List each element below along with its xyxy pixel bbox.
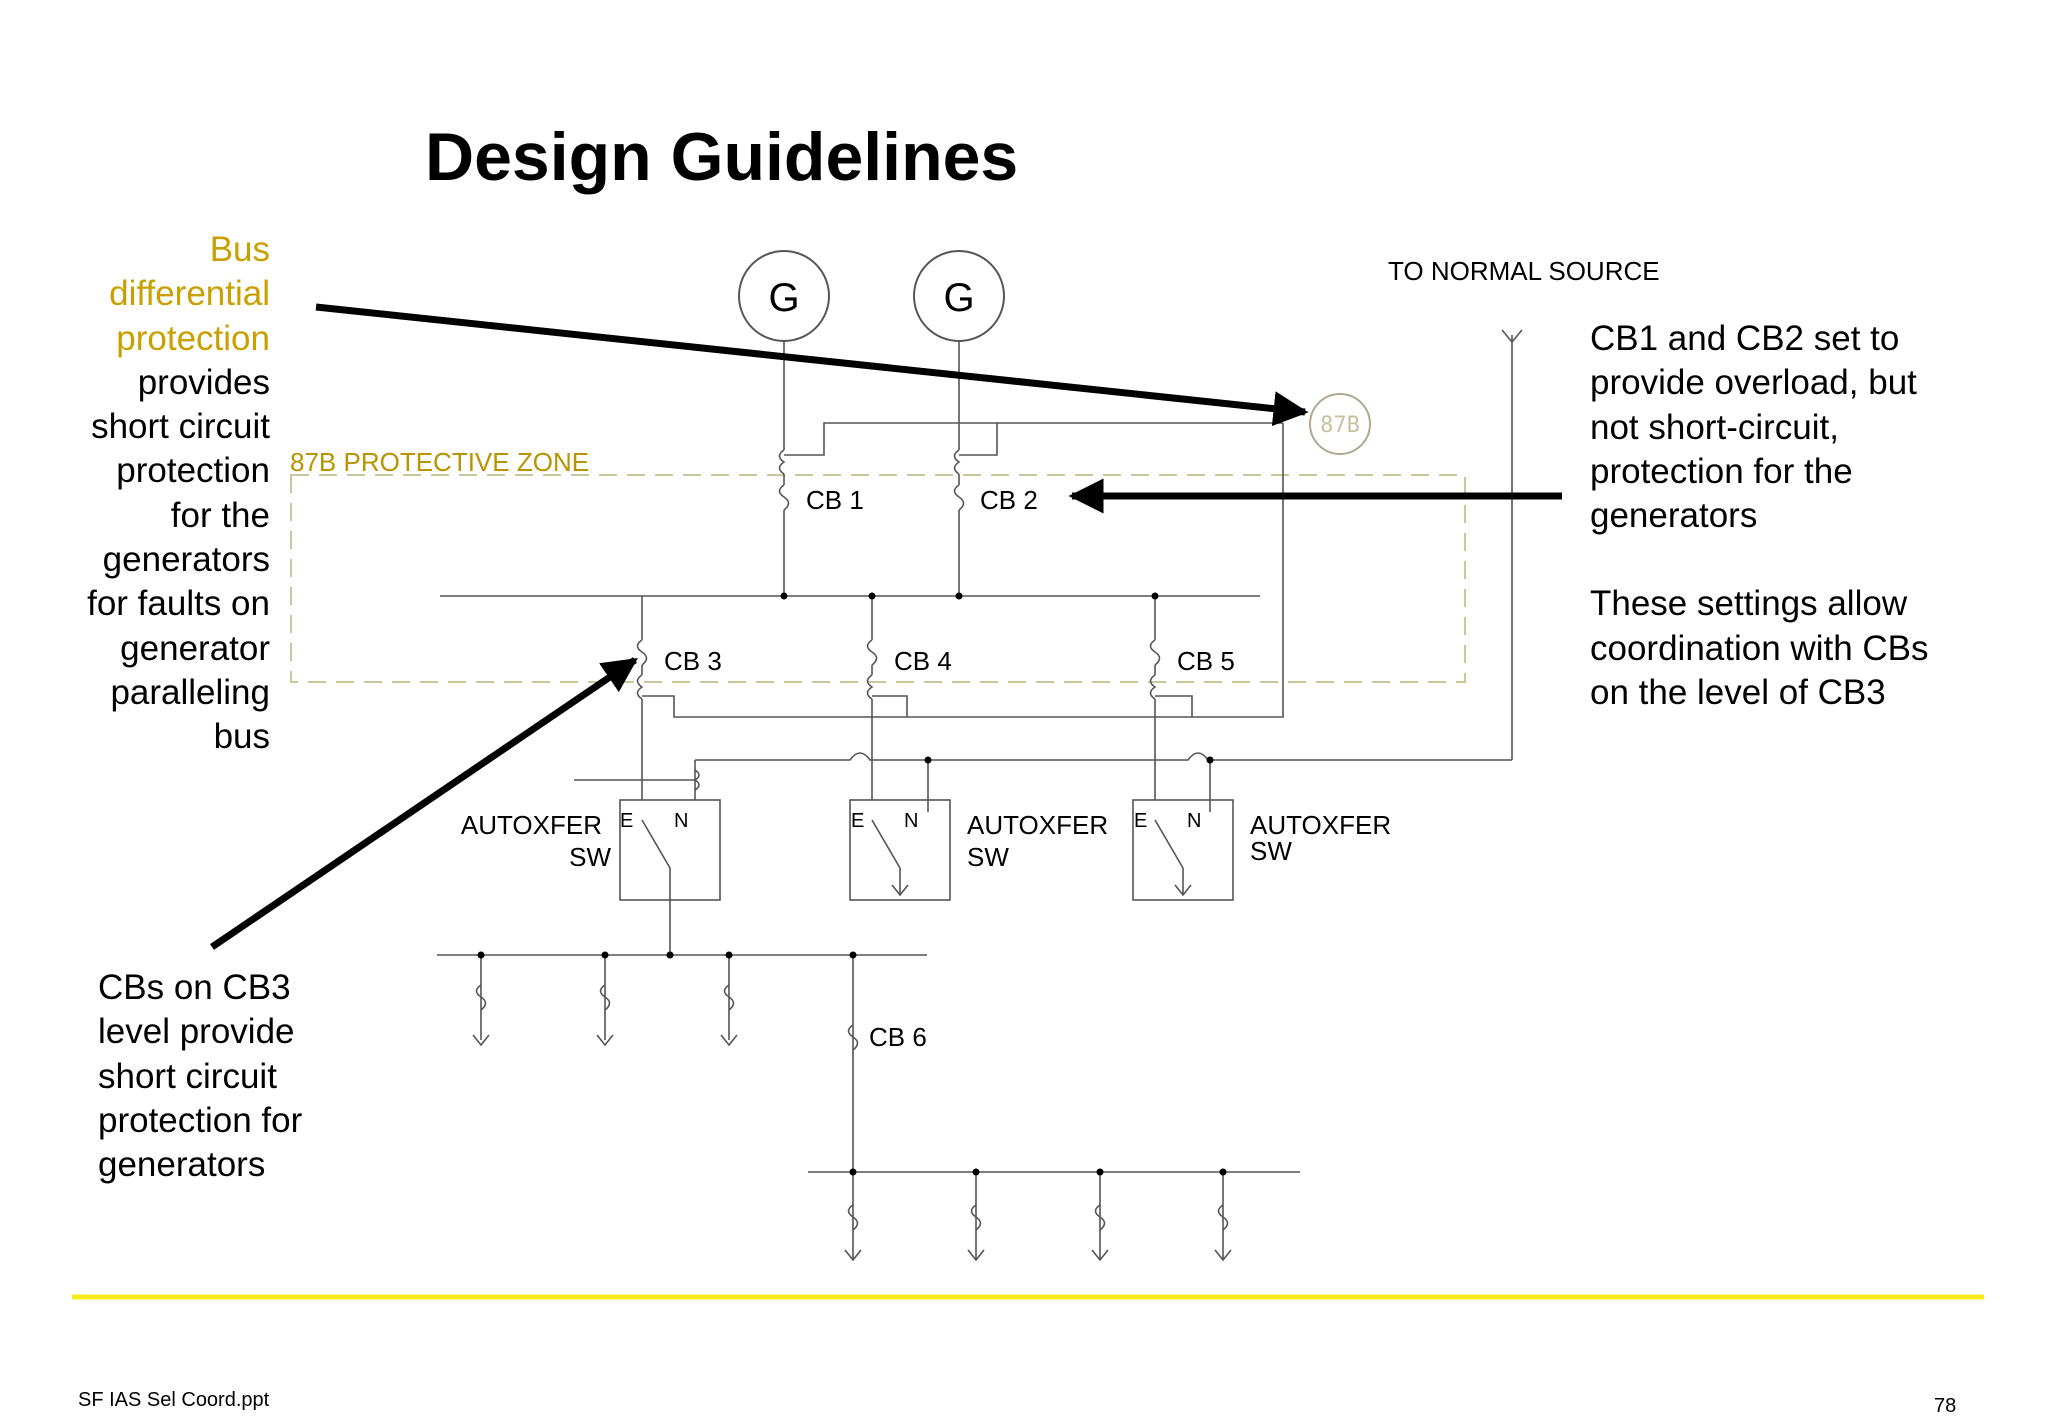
note-line: not short-circuit,	[1590, 407, 1839, 447]
note-line: short circuit	[98, 1056, 277, 1096]
highlight-line: Bus	[209, 230, 270, 269]
bus-differential-note: Bus differential protection provides sho…	[10, 228, 270, 760]
protective-zone-boundary	[290, 474, 1466, 683]
cb1-cb2-settings-note: CB1 and CB2 set to provide overload, but…	[1590, 317, 1929, 715]
note-line: for the	[170, 495, 270, 535]
highlight-line: protection	[116, 318, 270, 358]
note-line: on the level of CB3	[1590, 673, 1886, 713]
ats3-terminal-n: N	[1187, 810, 1201, 832]
cb3-level-note: CBs on CB3 level provide short circuit p…	[98, 966, 302, 1187]
page-number: 78	[1934, 1395, 1957, 1417]
highlight-line: differential	[109, 274, 270, 314]
note-line: CBs on CB3	[98, 968, 291, 1007]
ats2-label-line2: SW	[967, 842, 1009, 872]
note-line: provide overload, but	[1590, 363, 1917, 403]
note-line: protection	[116, 451, 270, 491]
generator-1: G	[738, 250, 830, 342]
normal-source-label: TO NORMAL SOURCE	[1388, 256, 1660, 286]
note-line: coordination with CBs	[1590, 628, 1929, 668]
ats1-label-line1: AUTOXFER	[461, 810, 602, 840]
note-line: CB1 and CB2 set to	[1590, 319, 1900, 358]
cb3-label: CB 3	[664, 646, 722, 676]
note-line: generators	[1590, 496, 1758, 536]
slide-title: Design Guidelines	[425, 119, 1019, 195]
cb2-label: CB 2	[980, 485, 1038, 515]
cb5-label: CB 5	[1177, 646, 1235, 676]
ats1-terminal-n: N	[674, 810, 688, 832]
ats3-label-line1: AUTOXFER	[1250, 810, 1391, 840]
protective-zone-label: 87B PROTECTIVE ZONE	[290, 447, 589, 477]
note-line: provides	[137, 362, 270, 402]
87b-relay: 87B	[1309, 393, 1371, 455]
note-line: for faults on	[87, 584, 270, 624]
note-line: paralleling	[110, 672, 270, 712]
ats1-terminal-e: E	[620, 810, 633, 832]
note-line: short circuit	[91, 407, 270, 447]
cb1-label: CB 1	[806, 485, 864, 515]
note-line: protection for the	[1590, 451, 1853, 491]
ats2-label-line1: AUTOXFER	[967, 810, 1108, 840]
ats2-terminal-e: E	[851, 810, 864, 832]
arrow-to-87b-relay	[315, 303, 1309, 427]
generator-symbol: G	[943, 276, 974, 320]
note-line: bus	[213, 717, 270, 757]
cb4-label: CB 4	[894, 646, 952, 676]
note-line: These settings allow	[1590, 584, 1908, 624]
ats1-label-line2: SW	[569, 842, 611, 872]
note-line: generators	[102, 540, 270, 580]
cb6-label: CB 6	[869, 1022, 927, 1052]
note-line: level provide	[98, 1012, 295, 1052]
relay-label: 87B	[1320, 413, 1360, 438]
generator-symbol: G	[768, 276, 799, 320]
arrow-to-cb3	[210, 657, 638, 950]
ats3-terminal-e: E	[1134, 810, 1147, 832]
note-line: generator	[120, 628, 270, 668]
ats3-label-line2: SW	[1250, 836, 1292, 866]
note-line: protection for	[98, 1100, 303, 1140]
generator-2: G	[913, 250, 1005, 342]
footer-filename: SF IAS Sel Coord.ppt	[78, 1389, 270, 1411]
ats2-terminal-n: N	[904, 810, 918, 832]
note-line: generators	[98, 1145, 266, 1185]
